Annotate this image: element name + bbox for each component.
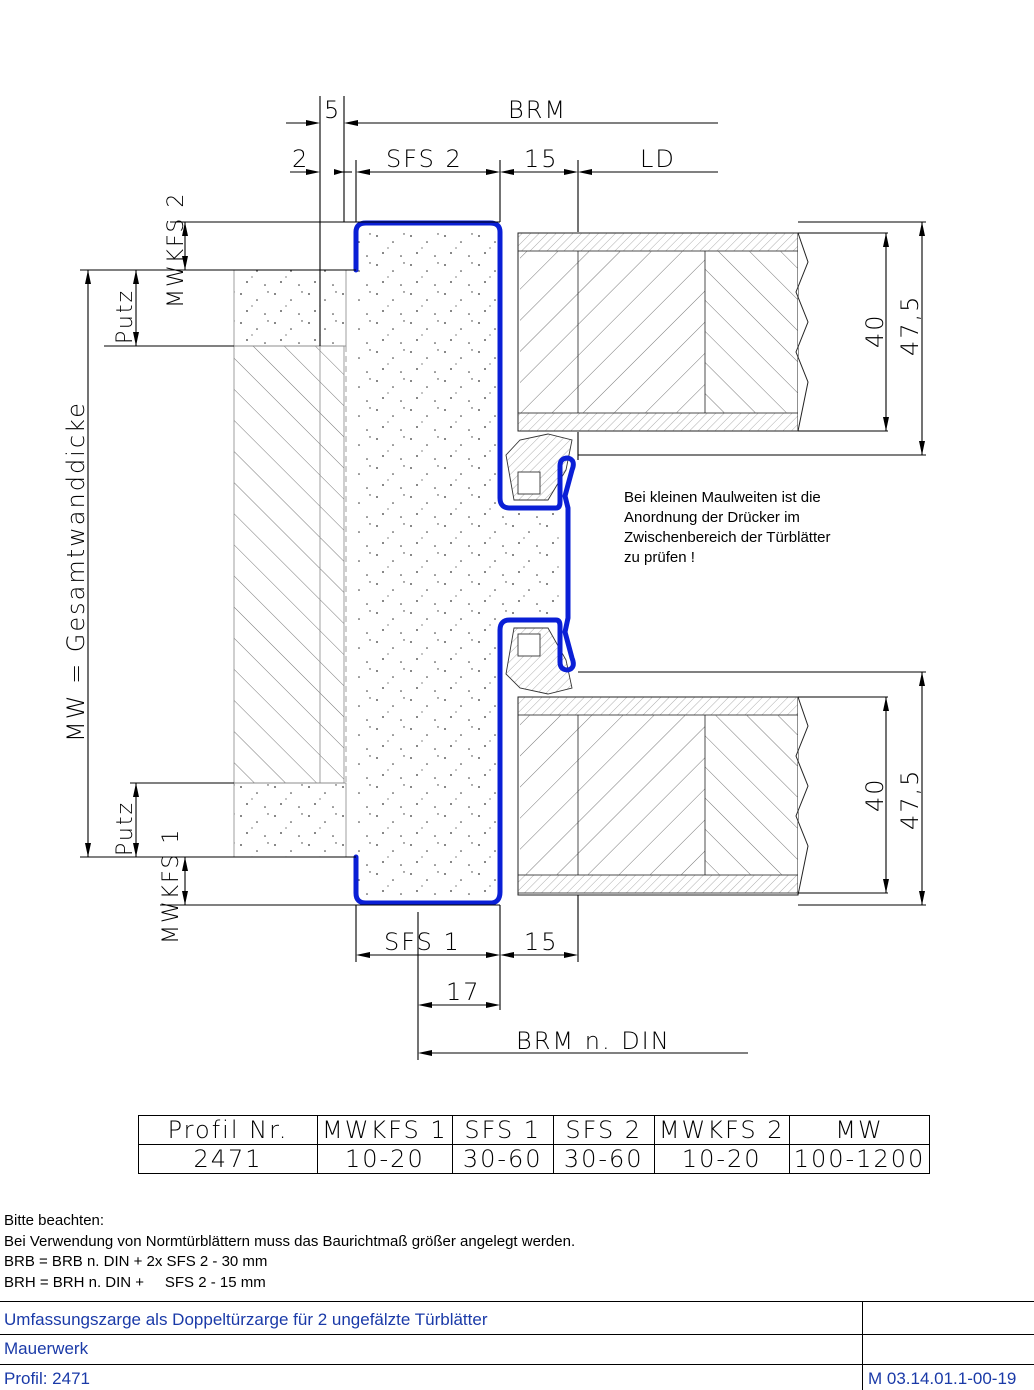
dim-putz-top: Putz xyxy=(113,289,138,344)
table-cell: 30-60 xyxy=(451,1144,554,1174)
note-line: Bei kleinen Maulweiten ist die xyxy=(624,489,821,506)
seal-bottom xyxy=(505,627,573,695)
table-cell: 10-20 xyxy=(317,1144,453,1174)
dim-putz-bottom: Putz xyxy=(113,801,138,856)
table-cell: 100-1200 xyxy=(788,1144,931,1174)
door-leaf-top xyxy=(517,232,809,432)
remarks-heading: Bitte beachten: xyxy=(4,1212,105,1229)
title-block-border xyxy=(0,1364,1034,1365)
dim-5: 5 xyxy=(324,96,341,124)
profile-label: Profil: 2471 xyxy=(4,1369,90,1388)
remarks: Bitte beachten: Bei Verwendung von Normt… xyxy=(4,1211,575,1293)
profile-spec-table: Profil Nr. MWKFS 1 SFS 1 SFS 2 MWKFS 2 M… xyxy=(138,1115,931,1174)
title-block-divider xyxy=(862,1301,863,1390)
dim-40-bottom: 40 xyxy=(861,777,889,812)
note-line: zu prüfen ! xyxy=(624,549,695,566)
dim-17: 17 xyxy=(446,978,481,1006)
seal-top xyxy=(505,433,573,501)
table-header-cell: SFS 2 xyxy=(552,1115,655,1145)
remarks-line: BRH = BRH n. DIN + SFS 2 - 15 mm xyxy=(4,1273,266,1291)
frame-profile xyxy=(353,220,576,906)
dimension-labels: 5 BRM 2 SFS 2 15 LD MWKFS 2 Putz MW = Ge… xyxy=(62,96,924,1055)
dim-2: 2 xyxy=(292,145,309,173)
table-header-cell: SFS 1 xyxy=(451,1115,554,1145)
section-drawing: 5 BRM 2 SFS 2 15 LD MWKFS 2 Putz MW = Ge… xyxy=(62,96,926,1060)
dim-15-top: 15 xyxy=(524,145,559,173)
table-cell: 30-60 xyxy=(552,1144,655,1174)
dim-ld: LD xyxy=(640,145,676,173)
drawing-title: Umfassungszarge als Doppeltürzarge für 2… xyxy=(4,1310,488,1329)
dim-gesamtwanddicke: MW = Gesamtwanddicke xyxy=(62,401,90,742)
table-cell: 2471 xyxy=(138,1144,318,1174)
table-cell: 10-20 xyxy=(653,1144,790,1174)
drawing-number: M 03.14.01.1-00-19 xyxy=(868,1369,1017,1388)
table-header-cell: MW xyxy=(788,1115,931,1145)
wall-section xyxy=(233,269,347,858)
note-line: Zwischenbereich der Türblätter xyxy=(624,529,831,546)
material-label: Mauerwerk xyxy=(4,1339,89,1358)
dim-mwkfs1: MWKFS 1 xyxy=(159,828,184,944)
dim-sfs1: SFS 1 xyxy=(384,928,461,956)
dim-brm: BRM xyxy=(508,96,567,124)
title-block-border xyxy=(0,1334,1034,1335)
door-leaf-bottom xyxy=(517,696,809,896)
title-block-border xyxy=(0,1301,1034,1302)
remarks-line: Bei Verwendung von Normtürblättern muss … xyxy=(4,1232,576,1250)
table-header-cell: MWKFS 2 xyxy=(653,1115,790,1145)
dim-47-5-bottom: 47,5 xyxy=(896,769,924,830)
handle-note: Bei kleinen Maulweiten ist die Anordnung… xyxy=(624,488,924,568)
concrete-fill xyxy=(356,232,560,895)
note-line: Anordnung der Drücker im xyxy=(624,509,800,526)
dim-mwkfs2: MWKFS 2 xyxy=(164,192,189,308)
table-header-cell: MWKFS 1 xyxy=(317,1115,453,1145)
table-row: 2471 10-20 30-60 30-60 10-20 100-1200 xyxy=(138,1144,931,1174)
title-block: Umfassungszarge als Doppeltürzarge für 2… xyxy=(0,1301,1034,1390)
remarks-line: BRB = BRB n. DIN + 2x SFS 2 - 30 mm xyxy=(4,1253,268,1270)
dim-sfs2: SFS 2 xyxy=(386,145,463,173)
dimension-arrows xyxy=(85,120,925,1056)
dim-40-top: 40 xyxy=(861,313,889,348)
table-header-cell: Profil Nr. xyxy=(138,1115,318,1145)
table-header-row: Profil Nr. MWKFS 1 SFS 1 SFS 2 MWKFS 2 M… xyxy=(138,1115,931,1145)
dim-47-5-top: 47,5 xyxy=(896,295,924,356)
dim-15-bottom: 15 xyxy=(524,928,559,956)
dim-brm-din: BRM n. DIN xyxy=(516,1027,671,1055)
